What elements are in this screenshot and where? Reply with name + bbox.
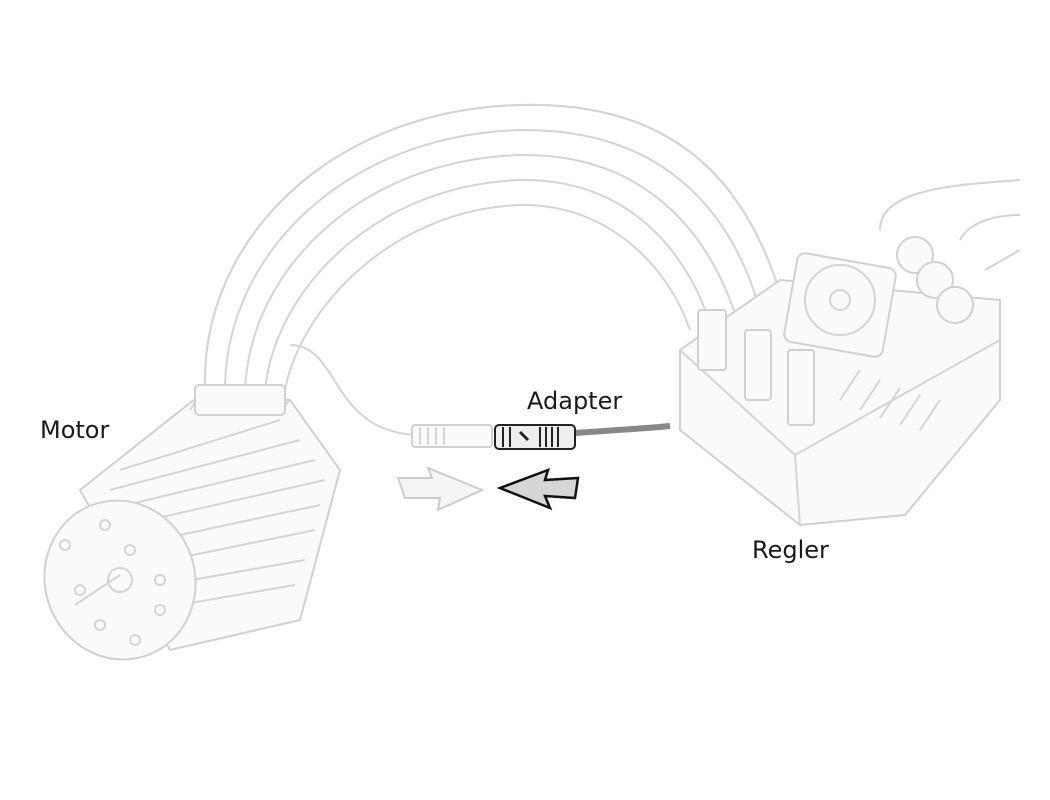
arrow-left-icon — [496, 467, 580, 511]
motor-label: Motor — [40, 416, 110, 444]
sensor-cable-motor — [289, 344, 416, 436]
regler-label: Regler — [752, 536, 829, 564]
sensor-cable-esc — [574, 423, 671, 436]
motor — [43, 384, 342, 661]
arrow-right-icon — [396, 466, 485, 512]
esc-controller — [679, 179, 1021, 527]
adapter-connector — [494, 424, 576, 450]
motor-connector — [411, 424, 493, 448]
motor-cables — [203, 103, 791, 391]
adapter-label: Adapter — [527, 387, 623, 415]
